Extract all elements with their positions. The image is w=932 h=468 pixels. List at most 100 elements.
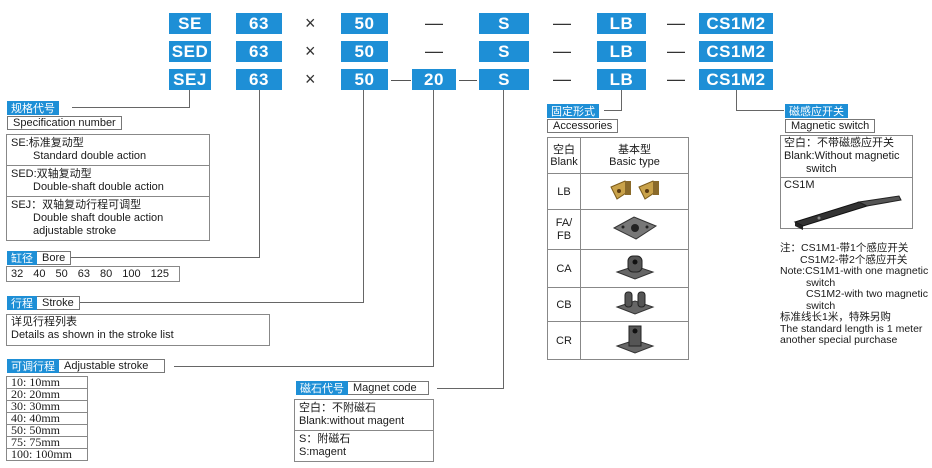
note-line: switch <box>806 276 836 289</box>
note-line: CS1M2-带2个感应开关 <box>800 253 908 266</box>
table-row: LB <box>547 173 689 210</box>
list-item: SE:标准复动型 Standard double action <box>7 135 209 166</box>
stroke-tag-en: Stroke <box>37 296 80 310</box>
dash: — <box>553 41 571 61</box>
accessory-code: CB <box>547 287 581 322</box>
code-accessory: LB <box>597 69 646 90</box>
bore-tag-cn: 缸径 <box>7 251 37 265</box>
code-accessory: LB <box>597 13 646 34</box>
bore-value: 100 <box>122 268 141 280</box>
times-sign: × <box>305 69 316 89</box>
list-item: SED:双轴复动型 Double-shaft double action <box>7 166 209 197</box>
flange-plate-icon <box>580 209 689 250</box>
switch-desc-en: switch <box>806 163 837 175</box>
code-series: SEJ <box>169 69 211 90</box>
accessories-table: 空白 Blank 基本型 Basic type LB FA/ FB <box>547 137 689 360</box>
code-switch: CS1M2 <box>699 69 773 90</box>
stroke-desc-cn: 详见行程列表 <box>11 316 77 328</box>
switch-desc-en: Blank:Without magnetic <box>784 150 900 162</box>
magnet-tag-cn: 磁石代号 <box>296 381 348 395</box>
spec-item-en: Standard double action <box>33 150 147 162</box>
adjustable-tag: 可调行程 Adjustable stroke <box>7 359 165 373</box>
switch-notes: 注：CS1M1-带1个感应开关 CS1M2-带2个感应开关 Note:CS1M1… <box>780 242 928 347</box>
adjustable-tag-cn: 可调行程 <box>7 359 59 373</box>
code-adjustable: 20 <box>412 69 456 90</box>
bore-value: 63 <box>77 268 90 280</box>
bore-value: 50 <box>55 268 68 280</box>
table-row: CB <box>547 287 689 322</box>
note-line: another special purchase <box>780 334 898 346</box>
spec-item-cn: SE:标准复动型 <box>11 137 84 149</box>
adjustable-value: 50: 50mm <box>7 424 87 437</box>
code-stroke: 50 <box>341 13 388 34</box>
foot-bracket-icon <box>580 173 689 210</box>
accessory-code: CR <box>547 321 581 360</box>
dash: — <box>667 41 685 61</box>
adjustable-tag-en: Adjustable stroke <box>59 359 165 373</box>
code-switch: CS1M2 <box>699 41 773 62</box>
bore-value: 125 <box>150 268 169 280</box>
note-line: The standard length is 1 meter <box>780 322 923 335</box>
accessories-tag: 固定形式 <box>547 104 599 118</box>
bore-tag-en: Bore <box>37 251 72 265</box>
code-magnet: S <box>479 13 529 34</box>
switch-model: CS1M <box>784 179 815 191</box>
note-line: 标准线长1米，特殊另购 <box>780 311 891 323</box>
header-en: Blank <box>550 155 578 168</box>
adjustable-value: 100: 100mm <box>11 447 73 461</box>
code-bore: 63 <box>236 69 282 90</box>
accessory-code: LB <box>547 173 581 210</box>
spec-item-en: Double-shaft double action <box>33 181 164 193</box>
accessory-code: FA/ FB <box>547 209 581 250</box>
list-item: 空白：不附磁石 Blank:without magent <box>295 400 433 431</box>
note-line: switch <box>806 299 836 312</box>
code-bore: 63 <box>236 41 282 62</box>
switch-desc-cn: 空白：不带磁感应开关 <box>784 137 894 149</box>
magnet-desc-en: Blank:without magent <box>299 415 405 427</box>
clevis-single-icon <box>580 249 689 288</box>
spec-item-en: adjustable stroke <box>33 225 117 237</box>
accessory-code-part: FB <box>556 229 572 242</box>
dash: — <box>425 13 443 33</box>
dash: — <box>425 41 443 61</box>
accessories-label-text: Accessories <box>547 119 619 133</box>
note-line: CS1M2-with two magnetic <box>806 288 928 300</box>
spec-item-cn: SED:双轴复动型 <box>11 168 92 180</box>
trunnion-icon <box>580 321 689 360</box>
adjustable-value: 20: 20mm <box>7 388 87 401</box>
times-sign: × <box>305 41 316 61</box>
header-en: Basic type <box>609 155 660 168</box>
bore-value: 32 <box>11 268 24 280</box>
bore-value: 80 <box>100 268 113 280</box>
header-cn: 空白 <box>553 143 575 156</box>
stroke-tag-cn: 行程 <box>7 296 37 310</box>
accessories-label: Accessories <box>547 119 619 133</box>
list-item: CS1M <box>781 178 912 230</box>
stroke-desc-en: Details as shown in the stroke list <box>11 329 174 341</box>
connector-dash <box>391 80 411 81</box>
magnet-tag: 磁石代号 Magnet code <box>296 381 429 395</box>
adjustable-value: 40: 40mm <box>7 412 87 425</box>
accessory-code-part: FA/ <box>555 216 573 229</box>
magnet-desc-cn: S：附磁石 <box>299 433 351 445</box>
table-header: 空白 Blank <box>547 137 581 174</box>
dash: — <box>553 69 571 89</box>
adjustable-value: 10: 10mm <box>7 376 87 389</box>
magnet-desc: 空白：不附磁石 Blank:without magent S：附磁石 S:mag… <box>294 399 434 462</box>
times-sign: × <box>305 13 316 33</box>
accessories-tag-cn: 固定形式 <box>547 104 599 118</box>
code-bore: 63 <box>236 13 282 34</box>
switch-label-text: Magnetic switch <box>785 119 876 133</box>
magnet-desc-cn: 空白：不附磁石 <box>299 402 376 414</box>
code-magnet: S <box>479 41 529 62</box>
code-switch: CS1M2 <box>699 13 773 34</box>
adjustable-value: 75: 75mm <box>7 436 87 449</box>
switch-tag: 磁感应开关 <box>785 104 848 118</box>
connector-dash <box>459 80 477 81</box>
spec-tag: 规格代号 <box>7 101 59 115</box>
table-row: 空白 Blank 基本型 Basic type <box>547 137 689 174</box>
code-accessory: LB <box>597 41 646 62</box>
code-magnet: S <box>479 69 529 90</box>
list-item: SEJ：双轴复动行程可调型 Double shaft double action… <box>7 197 209 240</box>
table-header: 基本型 Basic type <box>580 137 689 174</box>
